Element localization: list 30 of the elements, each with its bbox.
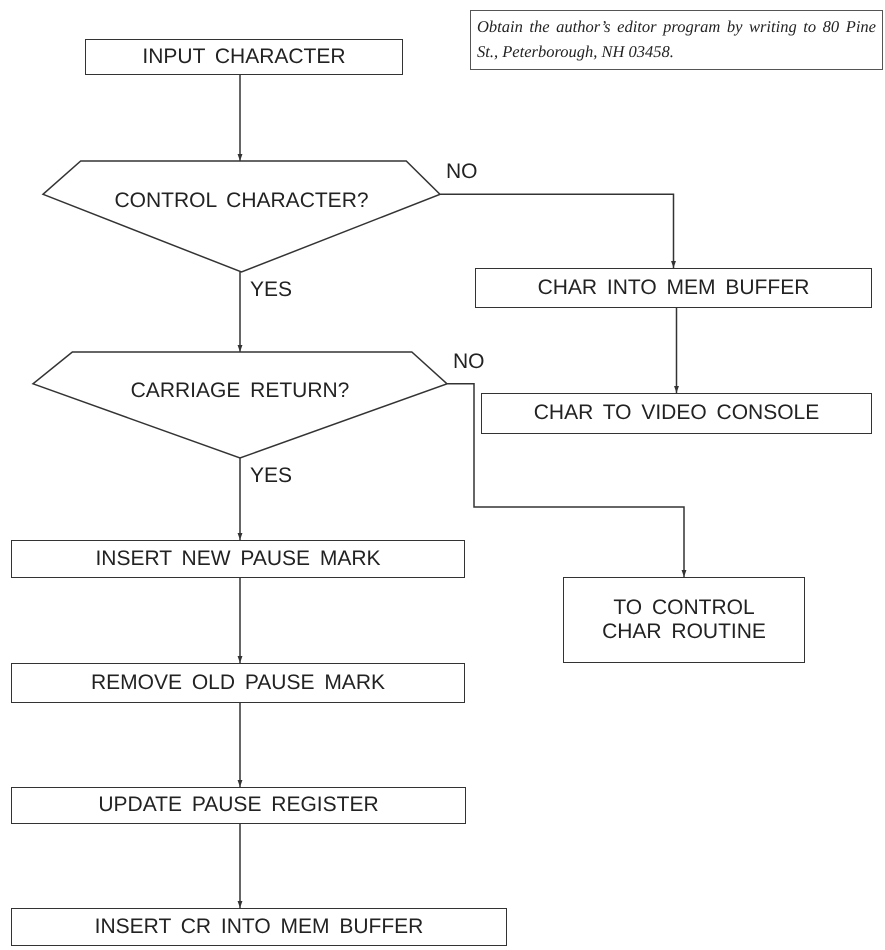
process-box xyxy=(11,540,465,578)
process-box xyxy=(563,577,805,663)
note-text: Obtain the author’s editor program by writing to 80 Pine St., Peterborough, NH 03458. xyxy=(470,10,883,70)
process-box xyxy=(11,663,465,703)
process-box xyxy=(481,393,872,434)
node-label: INPUT CHARACTER xyxy=(142,44,346,70)
arrow xyxy=(674,308,679,393)
process-box xyxy=(85,39,403,75)
arrow xyxy=(440,194,676,268)
node-label: REMOVE OLD PAUSE MARK xyxy=(90,670,385,696)
node-label: INSERT NEW PAUSE MARK xyxy=(95,546,381,572)
process-box xyxy=(11,908,507,946)
process-box xyxy=(475,268,872,308)
node-label: INSERT CR INTO MEM BUFFER xyxy=(94,914,424,940)
node-label: UPDATE PAUSE REGISTER xyxy=(98,793,379,818)
node-label: CONTROL CHARACTER? xyxy=(114,189,369,214)
decision-shape xyxy=(33,352,447,458)
arrow xyxy=(447,383,686,577)
node-label: TO CONTROL CHAR ROUTINE xyxy=(601,596,767,644)
decision-shape xyxy=(43,161,440,272)
node-label: CHAR INTO MEM BUFFER xyxy=(538,276,810,300)
arrow xyxy=(238,578,242,663)
arrow xyxy=(238,75,242,161)
process-box xyxy=(11,787,466,824)
arrow xyxy=(238,703,242,787)
node-label: CHAR TO VIDEO CONSOLE xyxy=(534,401,820,426)
arrow xyxy=(238,458,242,540)
node-label: CARRIAGE RETURN? xyxy=(130,378,350,404)
arrow xyxy=(238,824,242,908)
arrow xyxy=(238,272,242,352)
